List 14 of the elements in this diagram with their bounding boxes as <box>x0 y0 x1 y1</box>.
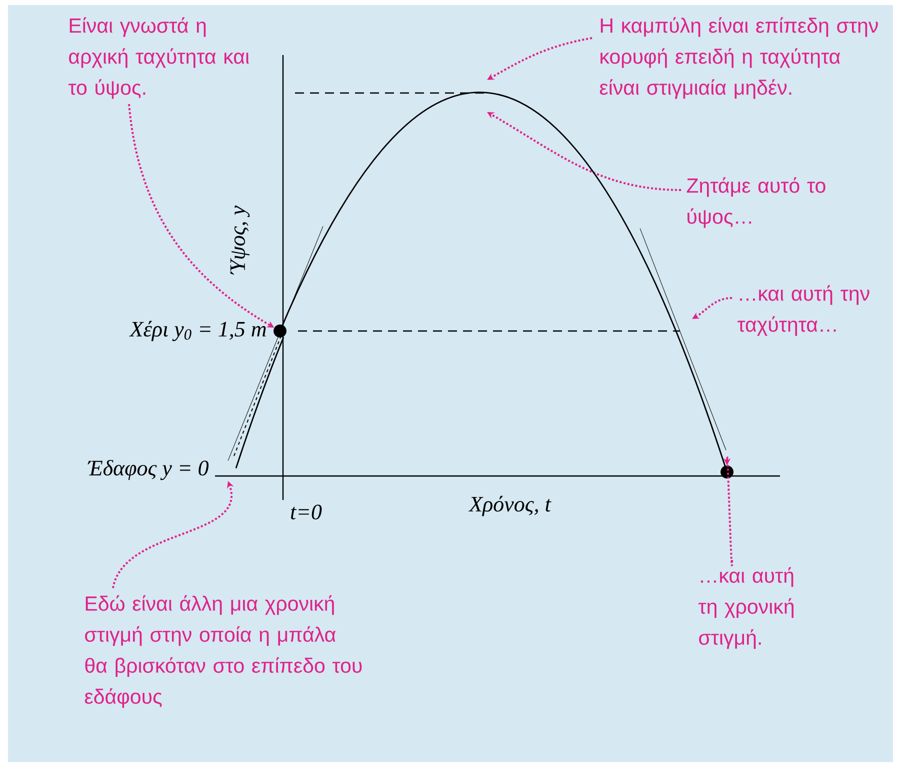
annotation-text: Η καμπύλη είναι επίπεδη στην κορυφή επειδή η ταχύτητα είναι στιγμιαία μηδέν. <box>600 17 878 99</box>
annotation-text: Ζητάμε αυτό το ύψος… <box>686 177 826 228</box>
axis-label: Χέρι y$_{0}$ = 1,5 m <box>129 320 266 342</box>
point-dot <box>720 466 734 478</box>
tick-label: t=0 <box>291 504 322 520</box>
point-dot <box>274 324 286 338</box>
annotation-text: Εδώ είναι άλλη μια χρονική στιγμή στην οποία η μπάλα θα βρισκόταν στο επίπεδο του εδάφους <box>84 595 362 708</box>
annotation-text: …και αυτή την ταχύτητα… <box>738 285 870 336</box>
trajectory-curve <box>279 93 728 472</box>
annotation-text: …και αυτή τη χρονική στιγμή. <box>698 567 794 649</box>
axis-label: Ύψος, y <box>230 206 250 275</box>
axis-label: Χρόνος, t <box>468 496 552 516</box>
annotation-text: Είναι γνωστά η αρχική ταχύτητα και το ύψος. <box>68 17 249 99</box>
axis-label: Έδαφος y = 0 <box>88 460 209 480</box>
